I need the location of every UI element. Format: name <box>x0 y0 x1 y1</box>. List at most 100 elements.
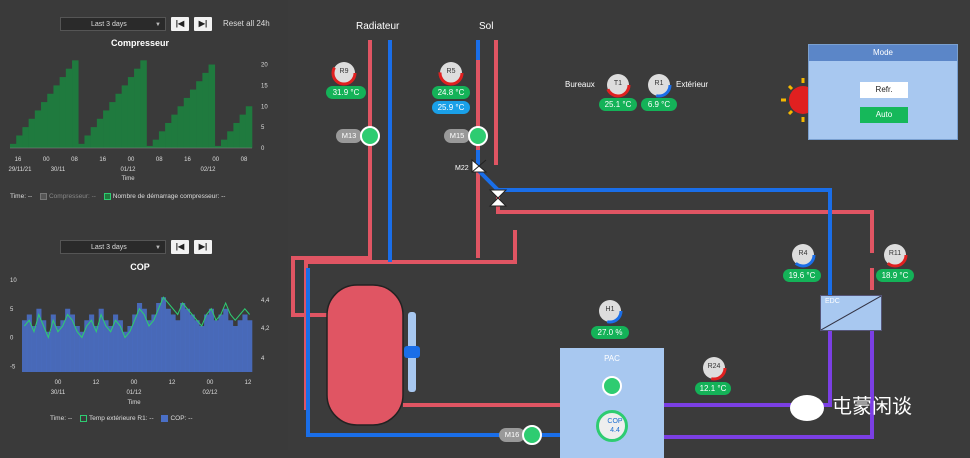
chart-bar <box>90 127 98 148</box>
sensor-r1[interactable]: R1 <box>646 72 672 98</box>
mode-panel: Mode Refr. Auto <box>808 44 958 140</box>
chart-bar <box>10 143 17 148</box>
x-date-label: 29/11/21 <box>9 167 33 173</box>
sensor-r24[interactable]: R24 <box>701 355 727 381</box>
cop-bar <box>113 314 119 372</box>
cop-bar <box>237 320 243 372</box>
compresseur-legend: Time: -- Compresseur: -- Nombre de démar… <box>10 193 225 200</box>
valve-icon <box>488 189 508 207</box>
edc-exchanger[interactable]: EDC <box>820 295 882 331</box>
next-button-bottom[interactable]: ▶| <box>194 240 212 254</box>
auto-button[interactable]: Auto <box>860 107 908 123</box>
x-date-label: 01/12 <box>120 167 136 173</box>
x-tick-label: 00 <box>207 380 214 386</box>
chart-bar <box>96 118 104 148</box>
chart-bar <box>227 131 234 148</box>
y-tick-label: 15 <box>261 83 268 89</box>
pac-label: PAC <box>604 354 620 363</box>
chart-bar <box>140 60 147 148</box>
label-sol: Sol <box>479 21 494 32</box>
sensor-r11[interactable]: R11 <box>882 242 908 268</box>
watermark: 屯蒙闲谈 <box>790 390 912 421</box>
pac-unit[interactable]: PAC COP 4.4 <box>560 348 664 458</box>
chart-bar <box>214 145 222 148</box>
legend-swatch-cop <box>161 415 169 422</box>
legend-swatch-demarrage <box>103 193 111 200</box>
pump-m13-icon[interactable] <box>360 126 380 146</box>
pipe-purple-a <box>655 330 832 407</box>
chevron-down-icon: ▼ <box>155 22 161 28</box>
x-date-label: 02/12 <box>202 390 218 396</box>
cop-bar <box>242 314 248 372</box>
cop-bar <box>213 320 219 372</box>
sensor-r9[interactable]: R9 <box>331 60 357 86</box>
legend-temp-exterieure[interactable]: Temp extérieure R1: -- <box>88 415 154 423</box>
range-select-top-value: Last 3 days <box>91 21 127 28</box>
chart-bar <box>171 114 178 148</box>
cop-bar <box>146 320 152 372</box>
y-tick-label: 0 <box>261 146 265 152</box>
cop-bar <box>151 314 157 372</box>
chart-bar <box>22 127 29 148</box>
sensor-r5-label: R5 <box>446 68 456 75</box>
valve-m22-label: M22 <box>455 165 469 172</box>
y-tick-label: 20 <box>261 63 268 69</box>
sensor-r24-label: R24 <box>707 363 721 370</box>
reset-link[interactable]: Reset all 24h <box>223 19 270 28</box>
chart-bar <box>59 77 67 148</box>
legend-compresseur[interactable]: Compresseur: -- <box>48 193 96 201</box>
gauge-icon <box>597 298 623 324</box>
cop-bar <box>93 326 99 372</box>
watermark-text: 屯蒙闲谈 <box>832 396 912 418</box>
chart-bar <box>134 68 141 148</box>
sensor-r1-label: R1 <box>654 80 664 87</box>
cop-bar <box>247 320 253 372</box>
chart-bar <box>245 106 253 148</box>
range-select-bottom[interactable]: Last 3 days ▼ <box>60 240 166 254</box>
legend-demarrage[interactable]: Nombre de démarrage compresseur: -- <box>112 193 226 201</box>
prev-button-top[interactable]: |◀ <box>171 17 189 31</box>
y-tick-label: 5 <box>261 125 265 131</box>
sensor-r5[interactable]: R5 <box>438 60 464 86</box>
cop-bar <box>79 331 85 372</box>
sensor-t1[interactable]: T1 <box>605 72 631 98</box>
x-tick-label: 12 <box>169 380 176 386</box>
cop-bar <box>26 314 32 372</box>
cop-bar <box>60 320 66 372</box>
gauge-icon <box>438 60 464 86</box>
range-select-bottom-value: Last 3 days <box>91 244 127 251</box>
y-left-tick-label: 10 <box>10 278 17 284</box>
range-select-top[interactable]: Last 3 days ▼ <box>60 17 166 31</box>
sensor-h1[interactable]: H1 <box>597 298 623 324</box>
cop-bar <box>184 308 191 372</box>
cop-bar <box>180 303 186 372</box>
wechat-icon <box>790 394 824 421</box>
cop-bar <box>84 320 90 372</box>
sensor-r11-value: 18.9 °C <box>876 269 914 282</box>
y-right-tick-label: 4,2 <box>261 326 270 332</box>
y-tick-label: 10 <box>261 104 268 110</box>
sensor-h1-value: 27.0 % <box>591 326 629 339</box>
gauge-icon <box>882 242 908 268</box>
chart-bar <box>72 60 79 148</box>
x-tick-label: 16 <box>15 157 22 163</box>
prev-button-bottom[interactable]: |◀ <box>171 240 189 254</box>
refr-button[interactable]: Refr. <box>860 82 908 98</box>
cop-label: COP <box>607 418 623 425</box>
legend-cop[interactable]: COP: -- <box>170 415 193 423</box>
x-tick-label: 08 <box>71 157 78 163</box>
chart-bar <box>208 64 216 148</box>
chart-bar <box>152 139 160 148</box>
pump-m16-label: M16 <box>499 428 525 442</box>
next-button-top[interactable]: ▶| <box>194 17 212 31</box>
charts-panel: Last 3 days ▼ |◀ ▶| Reset all 24h Compre… <box>0 0 288 450</box>
mode-title: Mode <box>809 45 957 61</box>
pump-m15-icon[interactable] <box>468 126 488 146</box>
pump-m16-icon[interactable] <box>522 425 542 445</box>
cop-bar <box>218 314 224 372</box>
sensor-r4[interactable]: R4 <box>790 242 816 268</box>
legend-swatch-temp <box>79 415 87 422</box>
sensor-r4-label: R4 <box>798 250 808 257</box>
gauge-icon <box>790 242 816 268</box>
